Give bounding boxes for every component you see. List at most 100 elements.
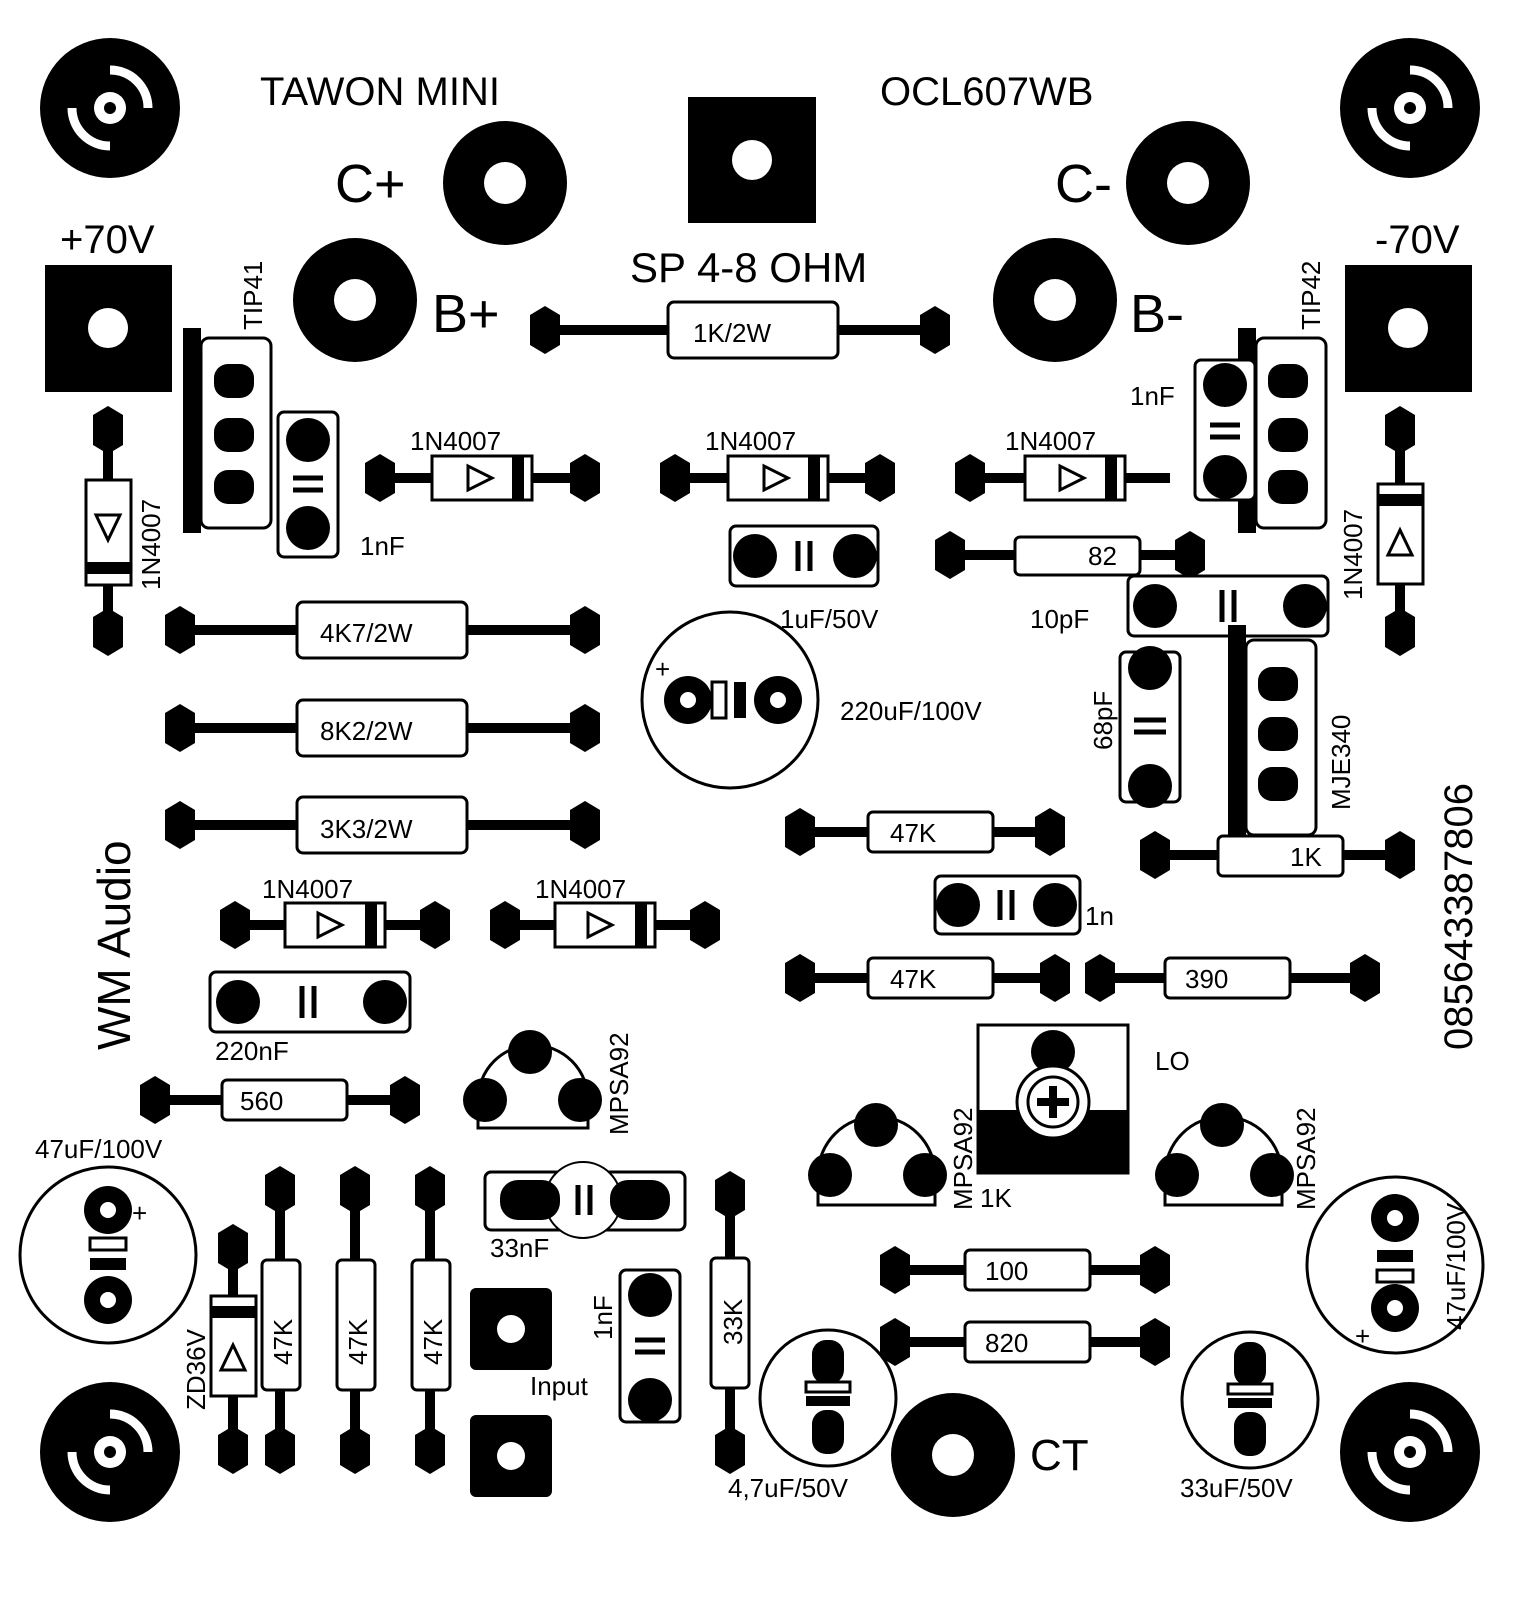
resistor-390-label: 390 xyxy=(1185,964,1228,994)
diode-mid-2 xyxy=(490,901,720,949)
v-minus-pad xyxy=(1345,265,1472,392)
c-plus-pad xyxy=(443,121,567,245)
mpsa92-c-label: MPSA92 xyxy=(1291,1107,1321,1210)
resistor-47k-b-label: 47K xyxy=(890,964,937,994)
b-plus-pad xyxy=(293,238,417,362)
resistor-1k-2w-label: 1K/2W xyxy=(693,318,771,348)
diode-top-3 xyxy=(955,454,1170,502)
resistor-390 xyxy=(1085,954,1380,1002)
polarity-plus-icon: + xyxy=(1355,1321,1370,1351)
cap-33nf xyxy=(483,1161,687,1239)
cap-47uf-left xyxy=(18,1165,198,1345)
lo-label: LO xyxy=(1155,1046,1190,1076)
resistor-8k2-label: 8K2/2W xyxy=(320,716,413,746)
v-plus-pad xyxy=(45,265,172,392)
diode-top-3-label: 1N4007 xyxy=(1005,426,1096,456)
mje340-label: MJE340 xyxy=(1326,715,1356,810)
tip42-label: TIP42 xyxy=(1296,261,1326,330)
resistor-8k2 xyxy=(165,698,600,758)
c-plus-label: C+ xyxy=(335,154,406,214)
diode-top-2 xyxy=(660,454,895,502)
input-pad-top xyxy=(470,1288,552,1370)
cap-10pf-label: 10pF xyxy=(1030,604,1089,634)
cap-1n-label: 1n xyxy=(1085,901,1114,931)
cap-1nf-left xyxy=(276,410,340,559)
cap-47uf-left-label: 47uF/100V xyxy=(35,1134,163,1164)
cap-47uf-right xyxy=(1305,1175,1485,1355)
diode-right-vertical xyxy=(1376,406,1425,656)
diode-top-2-label: 1N4007 xyxy=(705,426,796,456)
diode-mid-2-label: 1N4007 xyxy=(535,874,626,904)
cap-33nf-label: 33nF xyxy=(490,1233,549,1263)
diode-mid-1 xyxy=(220,901,450,949)
speaker-pad xyxy=(688,97,816,223)
input-pad-bottom xyxy=(470,1415,552,1497)
cap-1n xyxy=(933,874,1082,936)
resistor-820 xyxy=(880,1318,1170,1366)
diode-mid-1-label: 1N4007 xyxy=(262,874,353,904)
resistor-47k-v2 xyxy=(335,1166,377,1474)
resistor-33k xyxy=(709,1171,751,1474)
cap-1uf-label: 1uF/50V xyxy=(780,604,879,634)
resistor-47k-b xyxy=(785,954,1070,1002)
cap-33uf-label: 33uF/50V xyxy=(1180,1473,1293,1503)
cap-220nf xyxy=(208,970,412,1034)
resistor-47k-a xyxy=(785,808,1065,856)
mpsa92-a-body xyxy=(463,1030,602,1130)
cap-68pf-label: 68pF xyxy=(1088,691,1118,750)
cap-1uf xyxy=(728,524,880,588)
resistor-4k7-label: 4K7/2W xyxy=(320,618,413,648)
cap-4u7-label: 4,7uF/50V xyxy=(728,1473,849,1503)
diode-left-vertical xyxy=(84,406,133,656)
diode-right-vertical-label: 1N4007 xyxy=(1338,509,1368,600)
mpsa92-a-label: MPSA92 xyxy=(604,1032,634,1135)
input-label: Input xyxy=(530,1371,589,1401)
cap-47uf-right-label: 47uF/100V xyxy=(1441,1202,1471,1330)
title-left: TAWON MINI xyxy=(260,70,500,114)
trimpot-1k-label: 1K xyxy=(980,1183,1012,1213)
resistor-560 xyxy=(140,1076,420,1124)
cap-10pf xyxy=(1126,574,1330,638)
resistor-820-label: 820 xyxy=(985,1328,1028,1358)
cap-220uf: + xyxy=(640,610,820,790)
ct-label: CT xyxy=(1030,1431,1089,1480)
resistor-47k-v2-label: 47K xyxy=(343,1318,373,1365)
resistor-47k-v1-label: 47K xyxy=(268,1318,298,1365)
v-minus-label: -70V xyxy=(1375,218,1460,262)
resistor-560-label: 560 xyxy=(240,1086,283,1116)
trimpot-1k xyxy=(976,1023,1130,1175)
speaker-label: SP 4-8 OHM xyxy=(630,244,867,291)
cap-1nf-right xyxy=(1193,358,1257,502)
resistor-1k-label: 1K xyxy=(1290,842,1322,872)
mje340-body xyxy=(1228,625,1318,850)
resistor-47k-a-label: 47K xyxy=(890,818,937,848)
resistor-33k-label: 33K xyxy=(718,1298,748,1345)
cap-220uf-label: 220uF/100V xyxy=(840,696,982,726)
cap-1nf-input xyxy=(618,1268,682,1424)
resistor-47k-v3 xyxy=(410,1166,452,1474)
b-minus-pad xyxy=(993,238,1117,362)
resistor-3k3 xyxy=(165,795,600,855)
tip41-body xyxy=(183,328,273,533)
resistor-47k-v3-label: 47K xyxy=(418,1318,448,1365)
v-plus-label: +70V xyxy=(60,218,155,262)
mounting-hole-top-left xyxy=(40,38,180,178)
cap-1nf-left-label: 1nF xyxy=(360,531,405,561)
cap-220nf-label: 220nF xyxy=(215,1036,289,1066)
ct-pad xyxy=(891,1393,1015,1517)
zener-zd36v xyxy=(209,1224,258,1474)
mpsa92-b-label: MPSA92 xyxy=(948,1107,978,1210)
mounting-hole-top-right xyxy=(1340,38,1480,178)
b-plus-label: B+ xyxy=(432,284,500,344)
resistor-1k-2w xyxy=(530,300,950,360)
resistor-82 xyxy=(935,531,1205,579)
resistor-47k-v1 xyxy=(260,1166,302,1474)
resistor-100 xyxy=(880,1246,1170,1294)
cap-68pf xyxy=(1118,646,1182,808)
cap-1nf-input-label: 1nF xyxy=(588,1295,618,1340)
phone-text: 085643387806 xyxy=(1437,783,1481,1050)
b-minus-label: B- xyxy=(1130,284,1184,344)
resistor-82-label: 82 xyxy=(1088,541,1117,571)
cap-33uf xyxy=(1180,1330,1320,1470)
